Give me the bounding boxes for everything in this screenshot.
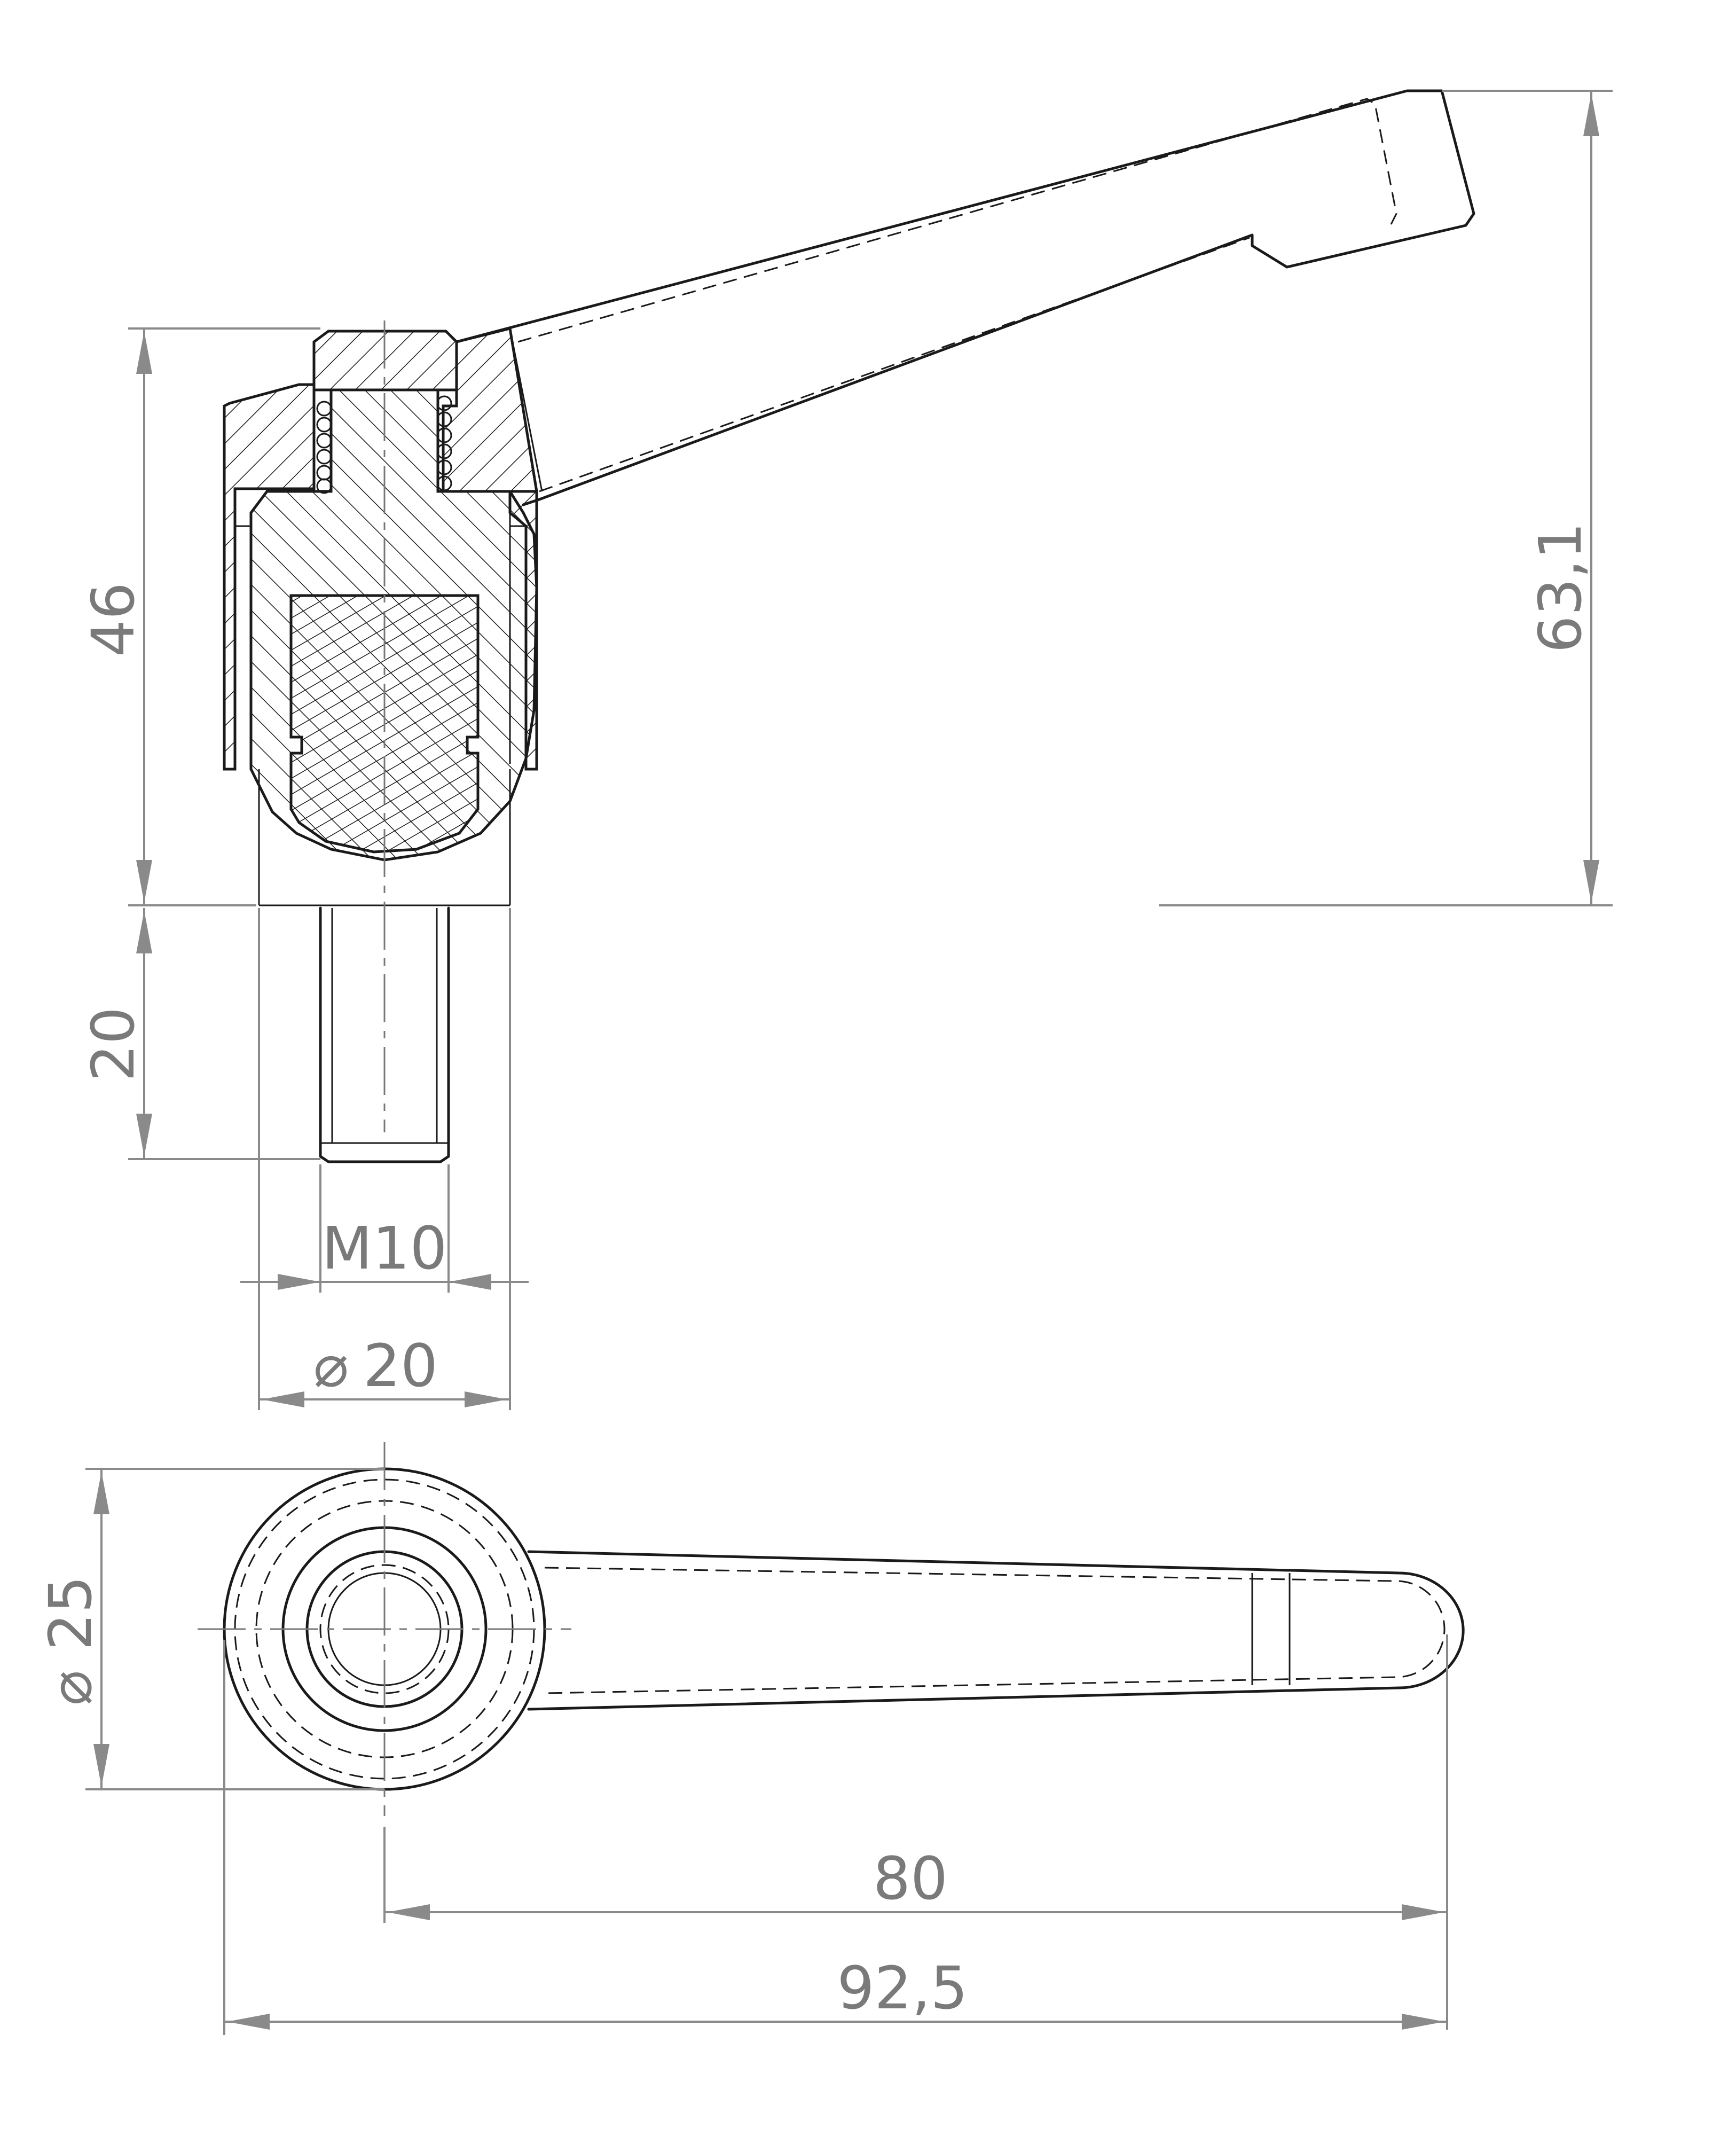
lever-top-outline: [527, 1550, 1465, 1711]
spring-right: [436, 395, 452, 491]
stud-thread-lines: [320, 908, 449, 1144]
diameter-symbol: ⌀: [36, 1670, 105, 1705]
dim-base-diameter-label: ⌀ 20: [313, 1332, 438, 1400]
threaded-stud: [319, 906, 450, 1163]
spring-left: [316, 401, 332, 494]
dim-height-total: 63,1: [1526, 522, 1594, 653]
sleeve-right-lines: [509, 513, 527, 769]
dim-head-diameter-label: ⌀ 25: [36, 1576, 105, 1705]
lever-arm: [455, 89, 1475, 506]
dim-overall-length: 92,5: [837, 1954, 968, 2022]
dim-stud-length: 20: [79, 1007, 147, 1082]
lever-top-hidden: [544, 1567, 1446, 1694]
top-view: [198, 1442, 1465, 1816]
lever-arm-hidden-edge: [517, 98, 1397, 492]
dimension-lines: [85, 90, 1613, 2035]
front-section-view: [223, 89, 1475, 1163]
dim-thread: M10: [322, 1214, 447, 1282]
dim-body-height: 46: [79, 582, 147, 657]
dim-base-diameter: 20: [363, 1332, 438, 1400]
diameter-symbol: ⌀: [313, 1332, 349, 1400]
dim-lever-length: 80: [873, 1844, 948, 1913]
dim-head-diameter: 25: [36, 1576, 105, 1650]
sleeve-left-lines: [234, 488, 267, 769]
